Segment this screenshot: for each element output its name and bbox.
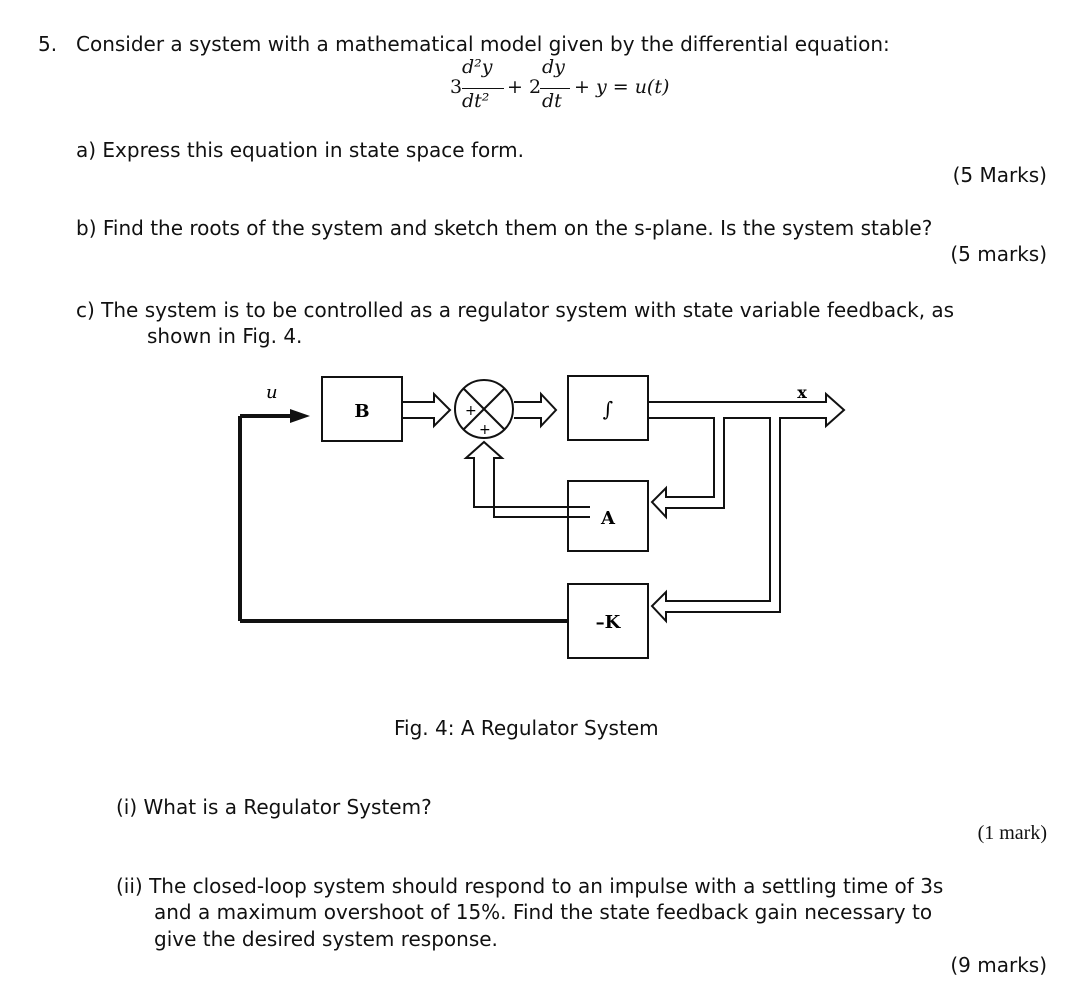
part-b-marks: (5 marks) (950, 242, 1047, 266)
part-c-line2: shown in Fig. 4. (147, 324, 303, 348)
block-a-label: A (600, 508, 616, 529)
integrator-label: ∫ (603, 397, 613, 421)
eq-fraction-bar-2 (540, 88, 570, 89)
question-number: 5. (38, 32, 58, 56)
eq-fraction-bar-1 (462, 88, 504, 89)
eq-num2: dy (542, 56, 565, 78)
part-c-ii-marks: (9 marks) (950, 953, 1047, 977)
block-k-label: –K (596, 612, 622, 633)
input-label-u: u (266, 382, 278, 403)
part-c-ii-line2: and a maximum overshoot of 15%. Find the… (154, 900, 933, 924)
block-b-label: B (354, 401, 369, 422)
output-label-x: x (797, 383, 807, 402)
part-a-text: a) Express this equation in state space … (76, 138, 524, 162)
eq-plus1: + 2 (507, 76, 542, 98)
part-c-i-text: (i) What is a Regulator System? (116, 795, 432, 819)
eq-coef: 3 (450, 76, 463, 98)
part-a-marks: (5 Marks) (952, 163, 1047, 187)
eq-rest: + y = u(t) (574, 76, 670, 98)
question-intro: Consider a system with a mathematical mo… (76, 32, 890, 56)
part-c-i-marks: (1 mark) (977, 822, 1047, 844)
differential-equation: 3 d²y dt² + 2 dy dt + y = u(t) (450, 56, 690, 116)
figure-caption: Fig. 4: A Regulator System (394, 716, 659, 740)
regulator-block-diagram: u B ∫ A –K x + + (238, 375, 846, 659)
eq-den2: dt (542, 90, 562, 112)
part-c-ii-line1: (ii) The closed-loop system should respo… (116, 874, 944, 898)
eq-den1: dt² (462, 90, 490, 112)
eq-num1: d²y (462, 56, 493, 78)
part-b-text: b) Find the roots of the system and sket… (76, 216, 933, 240)
part-c-line1: c) The system is to be controlled as a r… (76, 298, 955, 322)
summing-plus-bottom: + (479, 422, 491, 438)
summing-plus-top: + (465, 403, 477, 419)
part-c-ii-line3: give the desired system response. (154, 927, 498, 951)
